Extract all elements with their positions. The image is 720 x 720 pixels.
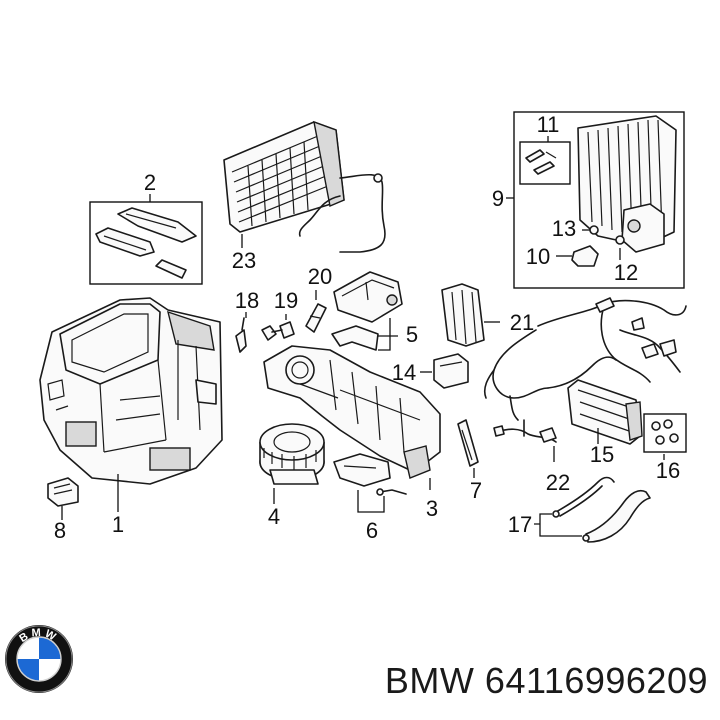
callout-7: 7	[470, 468, 482, 503]
callout-11-label: 11	[537, 112, 560, 137]
part-1-hvac-housing	[39, 297, 223, 485]
part-8-module	[47, 477, 79, 507]
part-20-actuator	[305, 303, 327, 333]
callout-18-label: 18	[235, 288, 259, 313]
callout-7-label: 7	[470, 478, 482, 503]
callout-22-label: 22	[546, 470, 570, 495]
part-23-radiator	[223, 120, 386, 253]
callout-6: 6	[357, 490, 385, 543]
part-6-cover	[333, 453, 407, 496]
callout-15-label: 15	[590, 442, 614, 467]
callout-3: 3	[426, 478, 438, 521]
callout-17: 17	[508, 512, 582, 537]
callout-19-label: 19	[274, 288, 298, 313]
callout-4-label: 4	[268, 504, 280, 529]
callout-20-label: 20	[308, 264, 332, 289]
part-number: 64116996209	[484, 660, 708, 701]
callout-13: 13	[552, 216, 590, 241]
callout-10-label: 10	[526, 244, 550, 269]
part-3-distribution-housing	[263, 345, 441, 479]
part-17-hoses	[552, 476, 651, 543]
callout-2-label: 2	[144, 170, 156, 195]
callout-19: 19	[274, 288, 298, 320]
callout-8-label: 8	[54, 518, 66, 543]
part-number-caption: BMW 64116996209	[385, 660, 708, 702]
callout-16-label: 16	[656, 458, 680, 483]
callout-2: 2	[144, 170, 156, 202]
part-5-control-unit	[331, 271, 403, 351]
callout-3-label: 3	[426, 496, 438, 521]
callout-23: 23	[232, 234, 256, 273]
callout-10: 10	[526, 244, 572, 269]
callout-5: 5	[378, 318, 418, 351]
part-2-seal-kit	[89, 201, 203, 285]
callout-16: 16	[656, 454, 680, 483]
part-18-sensor	[235, 317, 247, 353]
callout-21-label: 21	[510, 310, 534, 335]
callout-22: 22	[546, 446, 570, 495]
callout-17-label: 17	[508, 512, 532, 537]
callout-5-label: 5	[406, 322, 418, 347]
logo-blue-quadrant-top	[39, 637, 61, 659]
part-9-evaporator-box	[513, 111, 685, 289]
callout-1: 1	[112, 474, 124, 537]
part-4-blower-motor	[259, 423, 325, 485]
part-14-unit	[433, 353, 469, 389]
part-15-heater-core	[567, 379, 643, 445]
logo-blue-quadrant-bottom	[17, 659, 39, 681]
callout-12-label: 12	[614, 260, 638, 285]
callout-20: 20	[308, 264, 332, 300]
callout-6-label: 6	[366, 518, 378, 543]
callout-12: 12	[614, 248, 638, 285]
part-21-filter	[441, 283, 485, 347]
logo-text: BMW	[17, 627, 57, 645]
callout-4: 4	[268, 488, 280, 529]
callout-11: 11	[537, 112, 560, 142]
part-16-grommets	[643, 413, 687, 453]
part-19-sensor	[261, 321, 295, 341]
callout-13-label: 13	[552, 216, 576, 241]
callout-15: 15	[590, 428, 614, 467]
bmw-logo: BMW	[5, 625, 73, 693]
brand-name: BMW	[384, 660, 475, 701]
callout-9-label: 9	[492, 186, 504, 211]
callout-1-label: 1	[112, 512, 124, 537]
part-22-wiring-harness	[483, 297, 687, 443]
callout-21: 21	[484, 310, 534, 335]
callout-14-label: 14	[392, 360, 416, 385]
callout-23-label: 23	[232, 248, 256, 273]
part-7-bracket	[457, 419, 479, 467]
callout-8: 8	[54, 506, 66, 543]
callout-9: 9	[492, 186, 514, 211]
callout-14: 14	[392, 360, 432, 385]
svg-text:BMW: BMW	[17, 627, 60, 645]
callout-18: 18	[235, 288, 259, 318]
